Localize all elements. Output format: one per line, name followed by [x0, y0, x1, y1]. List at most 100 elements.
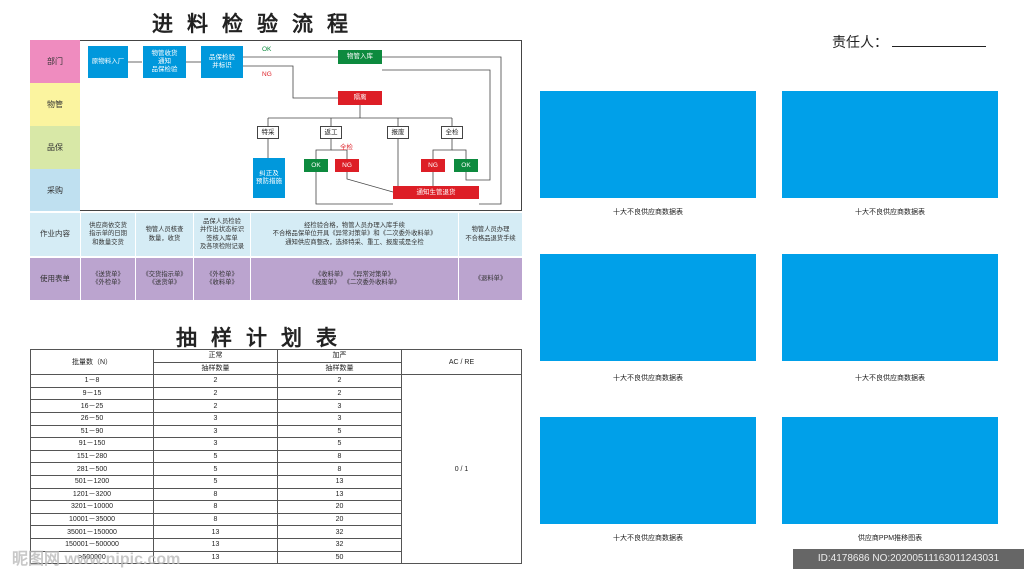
- tight-qty-cell: 13: [277, 487, 402, 502]
- batch-size-cell: 281－500: [30, 462, 154, 476]
- qa-inspect-box: 品保检验 并标识: [201, 46, 243, 78]
- work-content-label: 作业内容: [40, 229, 70, 239]
- work-content-5: 物管人员办理 不合格品退货手续: [458, 213, 522, 256]
- forms-4: 《收料单》 《异常对策单》 《报废单》 《二次委外收料单》: [250, 258, 458, 300]
- normal-qty-cell: 3: [153, 437, 278, 451]
- tight-qty-cell: 32: [277, 525, 402, 539]
- tight-qty-cell: 50: [277, 550, 402, 565]
- forms-5: 《退料单》: [458, 258, 522, 300]
- forms-label: 使用表单: [40, 273, 70, 283]
- normal-qty-cell: 3: [153, 424, 278, 439]
- normal-qty-cell: 2: [153, 386, 278, 401]
- rework-ok-box: OK: [304, 159, 328, 172]
- full-check-box: 全检: [441, 126, 463, 139]
- tight-qty-cell: 8: [277, 449, 402, 464]
- panel-caption-3: 十大不良供应商数据表: [613, 375, 683, 382]
- full-check-label: 全检: [340, 144, 353, 151]
- tight-qty-cell: 32: [277, 537, 402, 552]
- special-accept-box: 特采: [257, 126, 279, 139]
- raw-material-in-box: 原物料入厂: [88, 46, 128, 78]
- full-check-ng-box: NG: [421, 159, 445, 172]
- normal-qty-cell: 2: [153, 374, 278, 388]
- work-content-band: [30, 213, 522, 256]
- batch-size-cell: 1－8: [30, 374, 154, 388]
- forms-2: 《交货指示单》 《送货单》: [135, 258, 193, 300]
- normal-qty-cell: 13: [153, 550, 278, 565]
- scrap-box: 报废: [387, 126, 409, 139]
- panel-caption-6: 供应商PPM推移图表: [857, 535, 923, 542]
- full-check-ok-box: OK: [454, 159, 478, 172]
- tight-qty-cell: 3: [277, 411, 402, 426]
- panel-caption-5: 十大不良供应商数据表: [613, 535, 683, 542]
- panel-placeholder-6: [782, 417, 998, 524]
- batch-size-cell: 10001－35000: [30, 512, 154, 527]
- notify-return-box: 通知生管退货: [393, 186, 479, 199]
- batch-size-cell: 16－25: [30, 399, 154, 413]
- normal-qty-cell: 8: [153, 500, 278, 514]
- work-content-1: 供应商依交货 指示单的日期 和数量交货: [80, 213, 135, 256]
- normal-qty-cell: 13: [153, 525, 278, 539]
- isolate-box: 隔离: [338, 91, 382, 105]
- warehouse-in-box: 物管入库: [338, 50, 382, 64]
- lane-purchase: 采购: [30, 169, 80, 211]
- lane-materials: 物管: [30, 83, 80, 126]
- receive-notify-box: 物管收货 通知 品保检验: [143, 46, 186, 78]
- acre-value-cell: 0 / 1: [401, 374, 522, 565]
- batch-size-cell: 91－150: [30, 437, 154, 451]
- batch-size-cell: 9－15: [30, 386, 154, 401]
- batch-size-cell: 501－1200: [30, 474, 154, 489]
- batch-size-cell: 51－90: [30, 424, 154, 439]
- responsible-label: 责任人：: [832, 34, 888, 50]
- tight-qty-cell: 13: [277, 474, 402, 489]
- work-content-4: 经检验合格，物管人员办理入库手续 不合格品保单位开具《异常对策单》和《二次委外收…: [250, 213, 458, 256]
- tight-qty-cell: 8: [277, 462, 402, 476]
- tight-qty-cell: 5: [277, 424, 402, 439]
- normal-qty-cell: 5: [153, 474, 278, 489]
- lane-quality: 品保: [30, 126, 80, 169]
- normal-qty-cell: 8: [153, 487, 278, 502]
- tight-qty-cell: 20: [277, 500, 402, 514]
- panel-caption-1: 十大不良供应商数据表: [613, 209, 683, 216]
- normal-qty-cell: 5: [153, 462, 278, 476]
- corrective-action-box: 纠正及 预防措施: [253, 158, 285, 198]
- rework-ng-box: NG: [335, 159, 359, 172]
- panel-placeholder-4: [782, 254, 998, 361]
- panel-placeholder-3: [540, 254, 756, 361]
- col-acre-header: AC / RE: [401, 348, 522, 376]
- col-normal-header: 正常: [153, 349, 278, 363]
- normal-qty-cell: 8: [153, 512, 278, 527]
- col-tight-header: 加严: [277, 349, 402, 363]
- panel-placeholder-1: [540, 91, 756, 198]
- tight-sample-qty-header: 抽样数量: [277, 361, 402, 376]
- batch-size-cell: 3201－10000: [30, 500, 154, 514]
- normal-qty-cell: 3: [153, 411, 278, 426]
- col-batch-header: 批量数（N）: [30, 348, 154, 376]
- sampling-title: 抽样计划表: [176, 326, 351, 350]
- tight-qty-cell: 5: [277, 437, 402, 451]
- batch-size-cell: 26－50: [30, 411, 154, 426]
- flow-title: 进料检验流程: [152, 12, 362, 36]
- tight-qty-cell: 2: [277, 374, 402, 388]
- normal-sample-qty-header: 抽样数量: [153, 361, 278, 376]
- responsible-signature-line[interactable]: [892, 32, 986, 47]
- image-id-bar: ID:4178686 NO:20200511163011243031: [793, 549, 1024, 569]
- ok-label: OK: [262, 46, 272, 53]
- forms-1: 《送货单》 《外检单》: [80, 258, 135, 300]
- rework-box: 返工: [320, 126, 342, 139]
- panel-caption-2: 十大不良供应商数据表: [855, 209, 925, 216]
- ng-label: NG: [262, 71, 272, 78]
- work-content-3: 品保人员检验 并作出状态标识 签核入库单 及各项检附记录: [193, 213, 250, 256]
- batch-size-cell: 35001－150000: [30, 525, 154, 539]
